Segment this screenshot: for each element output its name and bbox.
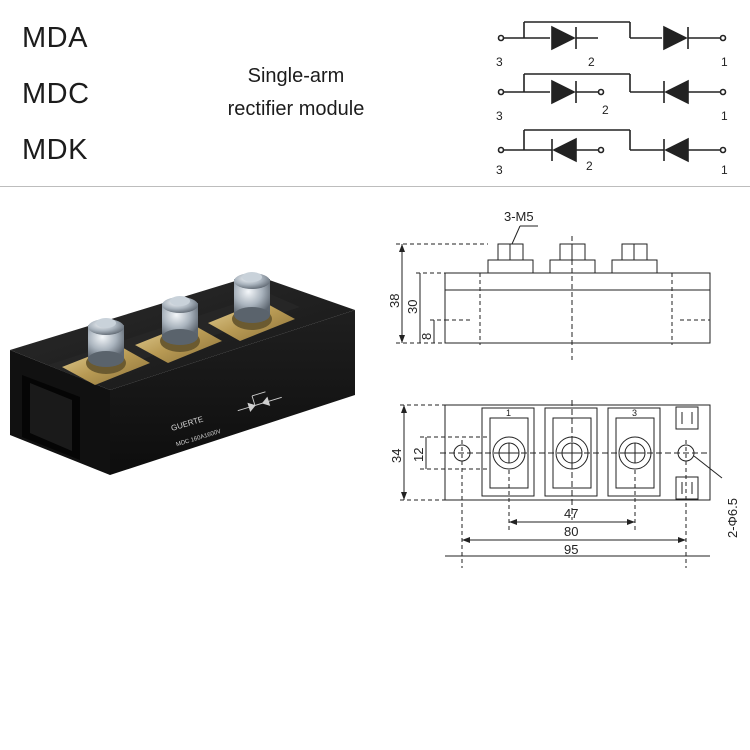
terminal-pad-3 xyxy=(208,272,295,341)
schematic-mda xyxy=(497,21,727,51)
module-photo: GUERTE MDC 160A1600V xyxy=(10,272,355,475)
dimension-drawing: 3-M5 38 30 8 34 12 47 80 95 2-Φ6.5 1 3 xyxy=(387,209,740,568)
schematic-mdc xyxy=(497,73,727,105)
header-divider xyxy=(0,186,750,187)
label-pin-3: 3 xyxy=(632,408,637,418)
schematic-mdk xyxy=(497,129,727,163)
label-length: 95 xyxy=(564,542,578,557)
terminal-label-3a: 3 xyxy=(496,55,503,69)
terminal-pad-2 xyxy=(135,296,222,363)
terminal-label-2b: 2 xyxy=(602,103,609,117)
label-height-base: 8 xyxy=(419,333,434,340)
top-view xyxy=(400,400,723,568)
description: Single-arm rectifier module xyxy=(196,60,396,126)
label-hole: 2-Φ6.5 xyxy=(725,498,740,538)
label-height-total: 38 xyxy=(387,294,402,308)
terminal-label-1b: 1 xyxy=(721,109,728,123)
model-mdk: MDK xyxy=(22,134,88,166)
circuit-schematics: 3 2 1 3 2 1 3 2 1 xyxy=(496,21,728,177)
model-mda: MDA xyxy=(22,22,88,54)
label-pin-1: 1 xyxy=(506,408,511,418)
model-mdc: MDC xyxy=(22,78,90,110)
terminal-label-3b: 3 xyxy=(496,109,503,123)
label-spacing: 47 xyxy=(564,506,578,521)
header-panel: MDA MDC MDK Single-arm rectifier module xyxy=(0,0,750,186)
side-view xyxy=(396,225,711,360)
description-line-1: Single-arm xyxy=(247,65,345,87)
terminal-label-1a: 1 xyxy=(721,55,728,69)
terminal-label-2a: 2 xyxy=(588,55,595,69)
terminal-label-2c: 2 xyxy=(586,159,593,173)
label-width-inner: 12 xyxy=(411,448,426,462)
label-width-body: 34 xyxy=(389,449,404,463)
module-symbol xyxy=(237,391,282,412)
dimension-arrows xyxy=(399,244,686,543)
description-line-2: rectifier module xyxy=(227,98,365,120)
label-hole-spacing: 80 xyxy=(564,524,578,539)
label-screw: 3-M5 xyxy=(504,209,534,224)
label-height-body: 30 xyxy=(405,300,420,314)
terminal-pad-1 xyxy=(62,318,150,385)
terminal-label-3c: 3 xyxy=(496,163,503,177)
terminal-label-1c: 1 xyxy=(721,163,728,177)
